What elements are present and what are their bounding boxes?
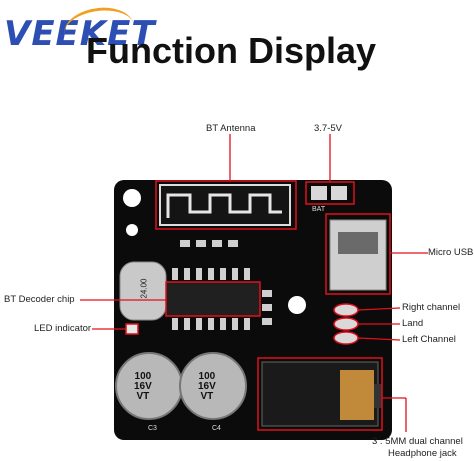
chip-pins (172, 268, 250, 330)
antenna-box (155, 180, 297, 230)
bat-pad (311, 186, 327, 200)
capacitor-c4 (179, 352, 247, 420)
label-bt-decoder: BT Decoder chip (4, 294, 75, 305)
brand-logo: VEEKET (4, 3, 156, 56)
silk-bat: BAT (312, 206, 326, 213)
mount-hole (123, 189, 141, 207)
logo-text: VEEKET (4, 14, 156, 54)
decoder-chip (165, 281, 261, 317)
bat-pad (331, 186, 347, 200)
silk-c3: C3 (148, 425, 157, 432)
silk-c4: C4 (212, 425, 221, 432)
ground-pad (333, 317, 359, 331)
label-left-channel: Left Channel (402, 334, 456, 345)
label-right-channel: Right channel (402, 302, 461, 313)
cap-voltage: 16V (198, 381, 216, 392)
label-jack-line1: 3 . 5MM dual channel (372, 436, 463, 447)
capacitor-c4-marking: 100 16V VT (198, 372, 216, 402)
cap-value: 100 (198, 371, 216, 382)
label-micro-usb: Micro USB (428, 247, 474, 258)
micro-usb-port (329, 219, 387, 291)
page-title: Function Display (86, 30, 377, 71)
led-indicator (125, 323, 139, 335)
right-channel-pad (333, 303, 359, 317)
chip-marking: 24.00 (139, 278, 149, 299)
leader-lines (80, 134, 428, 432)
antenna-meander (166, 193, 282, 218)
cap-brand: VT (136, 391, 150, 402)
jack-contacts (340, 370, 374, 420)
label-led-indicator: LED indicator (34, 323, 92, 334)
jack-box (257, 357, 383, 431)
cap-value: 100 (134, 371, 152, 382)
cap-voltage: 16V (134, 381, 152, 392)
mount-hole (126, 224, 138, 236)
left-channel-pad (333, 331, 359, 345)
bt-antenna-trace (159, 184, 291, 226)
label-voltage: 3.7-5V (314, 123, 342, 134)
label-bt-antenna: BT Antenna (206, 123, 256, 134)
usb-opening (338, 232, 378, 254)
capacitor-c3-marking: 100 16V VT (134, 372, 152, 402)
usb-box (325, 213, 391, 295)
label-jack-line2: Headphone jack (388, 448, 457, 459)
label-land: Land (402, 318, 424, 329)
mount-hole (288, 296, 306, 314)
jack-opening (374, 384, 382, 408)
cap-brand: VT (200, 391, 214, 402)
smd-components (180, 240, 272, 325)
